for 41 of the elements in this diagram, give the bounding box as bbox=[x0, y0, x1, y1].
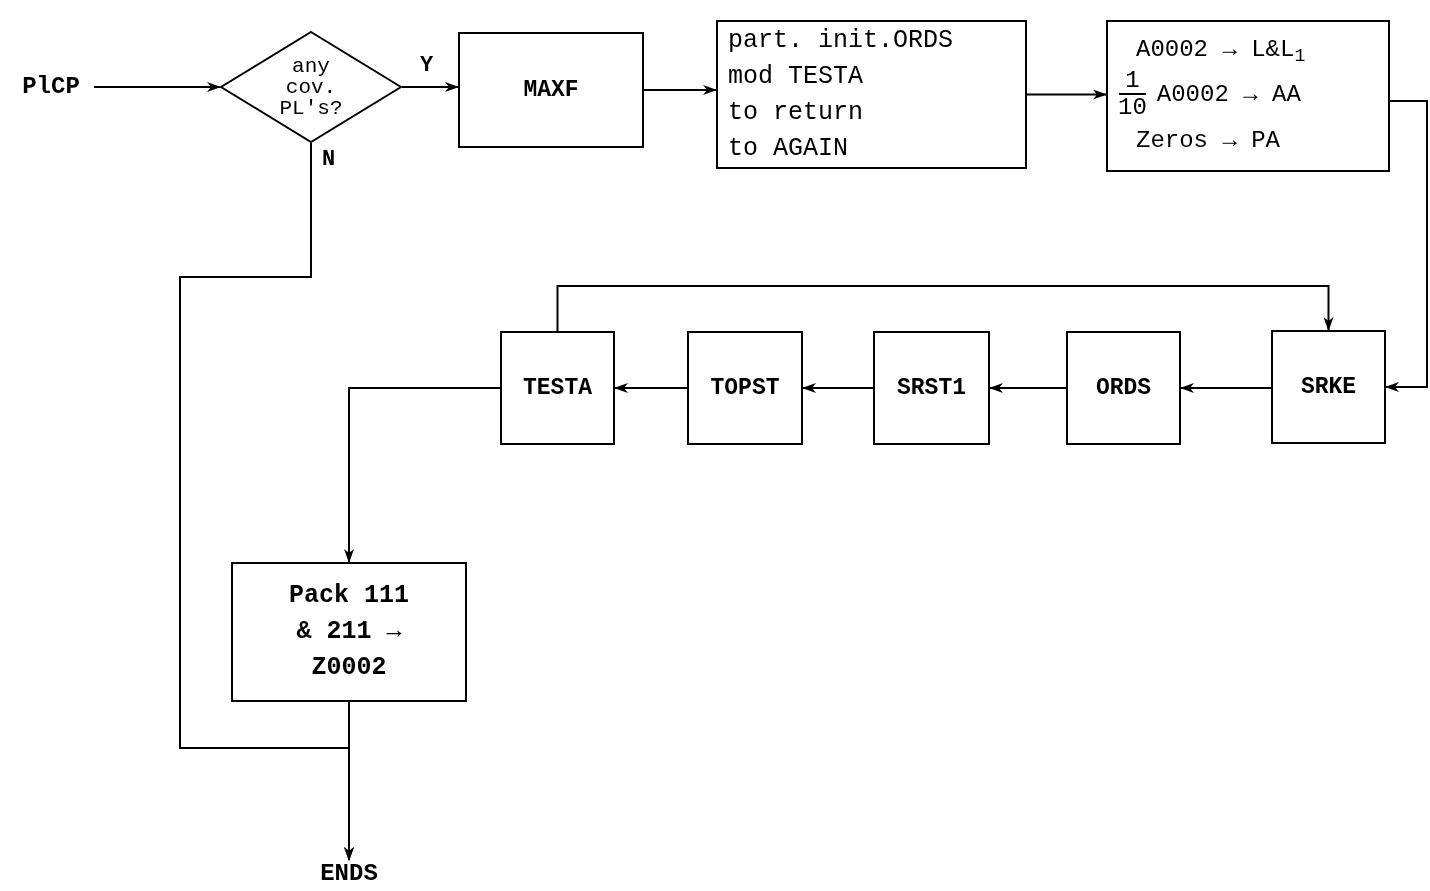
arrow bbox=[802, 383, 874, 393]
node-text: any cov. PL's? bbox=[278, 55, 344, 119]
arrow bbox=[179, 142, 354, 861]
arrow bbox=[1385, 100, 1428, 392]
arrow bbox=[1180, 383, 1272, 393]
node-text: A0002 → L&L$_{1}$ bbox=[1135, 35, 1307, 68]
arrow bbox=[614, 383, 688, 393]
node-text: MAXF bbox=[523, 75, 579, 105]
process-box bbox=[231, 562, 467, 702]
node-text: ORDS bbox=[1095, 373, 1152, 403]
node-text: to return bbox=[728, 96, 865, 129]
node-text: to AGAIN bbox=[728, 132, 850, 165]
process-box bbox=[500, 331, 615, 445]
arrow bbox=[93, 82, 221, 92]
node-text: PlCP bbox=[22, 72, 80, 102]
arrow bbox=[989, 383, 1067, 393]
process-box bbox=[1066, 331, 1181, 445]
node-text: 10 bbox=[1118, 95, 1147, 121]
process-box bbox=[1106, 20, 1390, 172]
process-box bbox=[458, 32, 644, 148]
arrow bbox=[1026, 89, 1107, 100]
node-text: SRKE bbox=[1300, 372, 1357, 402]
process-box bbox=[873, 331, 990, 445]
arrow bbox=[643, 85, 717, 95]
process-box bbox=[1271, 330, 1386, 444]
node-text: TESTA bbox=[523, 373, 592, 403]
node-text: Pack 111 & 211 → Z0002 bbox=[288, 580, 410, 684]
process-box bbox=[687, 331, 803, 445]
node-text: A0002 → AA bbox=[1155, 80, 1301, 110]
arrow bbox=[344, 387, 501, 563]
node-text: mod TESTA bbox=[728, 60, 865, 93]
node-text: ENDS bbox=[320, 859, 378, 889]
decision-diamond bbox=[220, 31, 402, 143]
arrow bbox=[556, 285, 1334, 332]
node-text: TOPST bbox=[710, 373, 780, 403]
process-box bbox=[716, 20, 1027, 169]
node-text: Zeros → PA bbox=[1135, 126, 1282, 156]
node-text: part. init.ORDS bbox=[728, 24, 955, 57]
arrow bbox=[401, 82, 459, 92]
node-text: SRST1 bbox=[897, 373, 966, 403]
node-text: 1 bbox=[1119, 69, 1146, 95]
